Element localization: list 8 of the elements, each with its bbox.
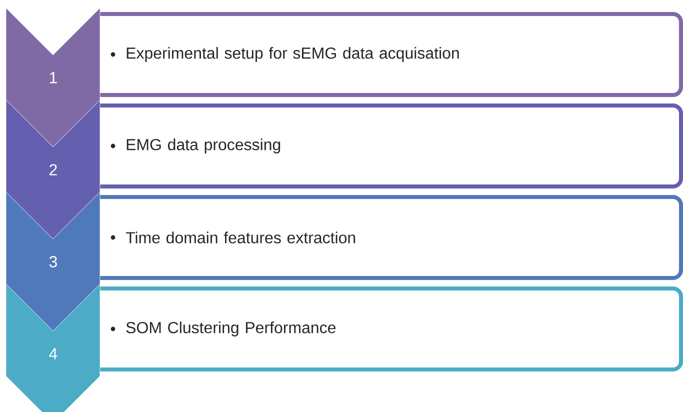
step-box: Time domain features extraction (90, 195, 683, 280)
step-box: EMG data processing (90, 104, 683, 188)
step-number-tab: 2 (6, 100, 100, 240)
step-number-tab: 1 (6, 8, 100, 148)
step-box: SOM Clustering Performance (90, 286, 683, 372)
step-box: Experimental setup for sEMG data acquisation (90, 12, 683, 97)
step-number-tab: 3 (6, 192, 100, 332)
step-number-tab: 4 (6, 284, 100, 412)
